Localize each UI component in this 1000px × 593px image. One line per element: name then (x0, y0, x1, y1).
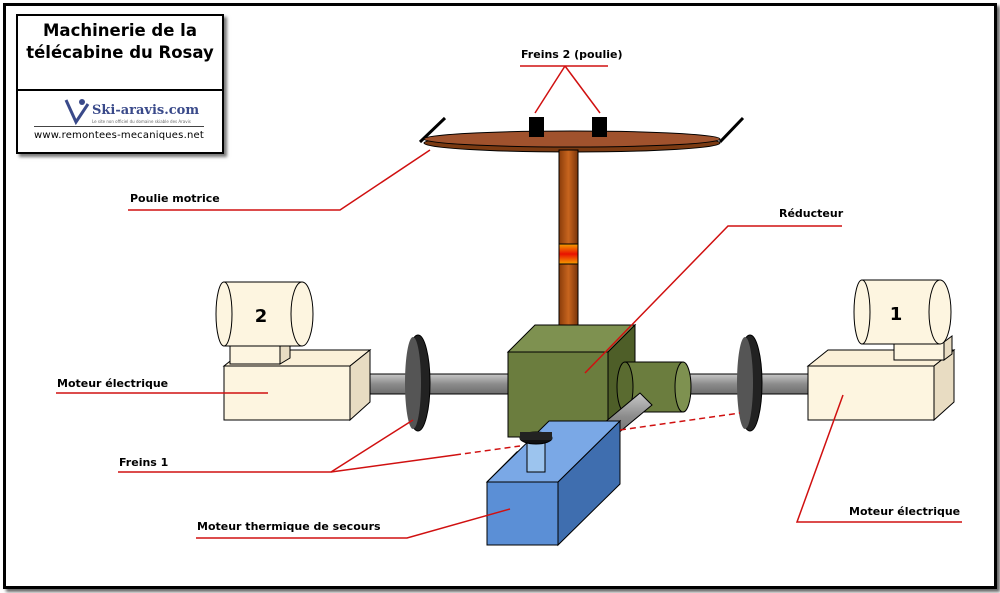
pulley-arm-left (418, 116, 447, 144)
pulley-brake-right (592, 117, 607, 137)
shaft-coupling (558, 243, 579, 265)
logo-url-rule (34, 126, 204, 127)
leader-lines (56, 65, 962, 539)
label-moteur-right: Moteur électrique (849, 505, 961, 518)
label-moteur-left: Moteur électrique (57, 377, 169, 390)
title-divider (18, 89, 222, 91)
leader-freins2-left (534, 65, 566, 114)
leader-freins1-mid (330, 454, 456, 473)
pulley-arm-right (718, 116, 745, 144)
leader-reducteur (584, 225, 842, 374)
leader-freins1-dash (454, 445, 521, 456)
thermal-engine (485, 419, 622, 547)
logo-name: Ski-aravis.com (92, 103, 200, 118)
drive-pulley (423, 130, 721, 153)
leader-freins2-right (564, 65, 601, 114)
label-freins1: Freins 1 (119, 456, 169, 469)
motor-number-left: 2 (255, 306, 268, 327)
skier-logo-icon (64, 99, 90, 126)
pulley-brake-left (529, 117, 544, 137)
electric-motor-right (806, 279, 956, 422)
motor-number-right: 1 (890, 304, 903, 325)
label-poulie: Poulie motrice (130, 192, 220, 205)
leader-poulie (128, 149, 431, 211)
leader-moteur-right (795, 394, 962, 523)
label-freins2: Freins 2 (poulie) (521, 48, 623, 61)
leader-moteur-thermique (196, 508, 511, 539)
logo-tagline: Le site non officiel du domaine skiable … (92, 119, 191, 124)
leader-freins1-right (619, 412, 741, 431)
shaft-left (357, 373, 511, 395)
label-moteur-thermique: Moteur thermique de secours (197, 520, 381, 533)
brake-disc-right (737, 334, 763, 432)
label-reducteur: Réducteur (779, 207, 844, 220)
logo-url: www.remontees-mecaniques.net (34, 130, 204, 141)
electric-motor-left (215, 281, 372, 422)
brake-disc-left (405, 334, 431, 432)
